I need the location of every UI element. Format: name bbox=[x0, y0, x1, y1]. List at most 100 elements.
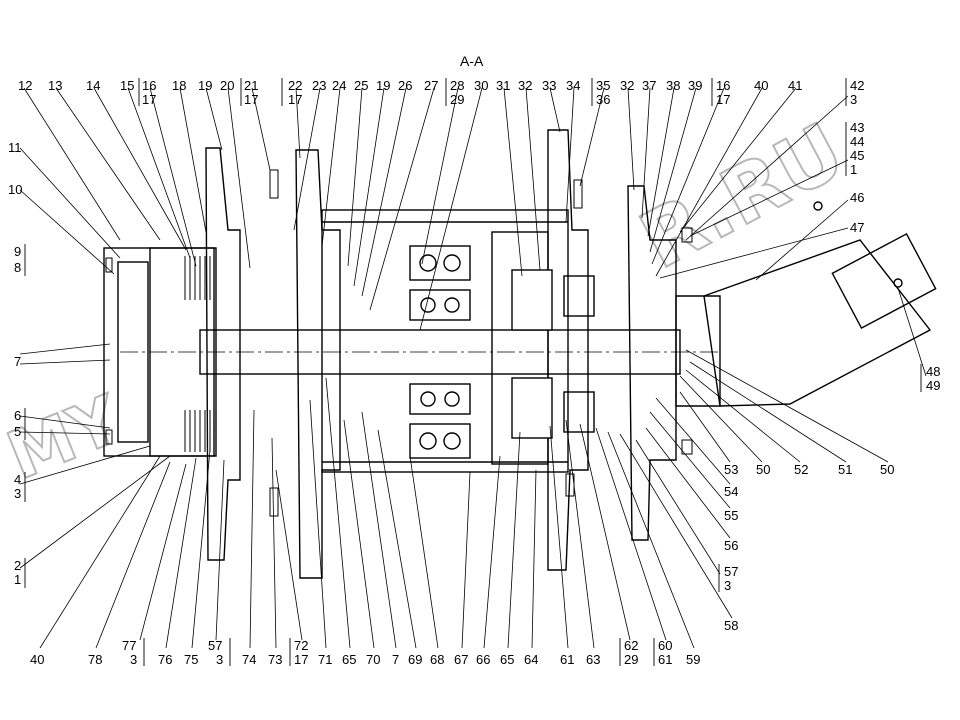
callout-65: 65 bbox=[342, 652, 356, 667]
callouts-left: 11 10 9 8 7 6 5 4 3 2 1 bbox=[8, 140, 22, 587]
callout-33: 33 bbox=[542, 78, 556, 93]
gear-drum bbox=[491, 231, 549, 465]
callout-63: 63 bbox=[586, 652, 600, 667]
callout-6: 6 bbox=[14, 408, 21, 423]
callout-23: 23 bbox=[312, 78, 326, 93]
callout-16: 16 bbox=[142, 78, 156, 93]
callout-72: 72 bbox=[294, 638, 308, 653]
callout-15: 15 bbox=[120, 78, 134, 93]
callout-56: 56 bbox=[724, 538, 738, 553]
callout-55: 55 bbox=[724, 508, 738, 523]
bracket-marks-top bbox=[138, 78, 847, 176]
callout-30: 30 bbox=[474, 78, 488, 93]
callout-32: 32 bbox=[518, 78, 532, 93]
bracket-marks-bottom bbox=[143, 638, 655, 666]
callout-53: 53 bbox=[724, 462, 738, 477]
callout-32b: 32 bbox=[620, 78, 634, 93]
callouts-top: 12 13 14 15 16 17 18 19 20 21 17 22 17 2… bbox=[18, 78, 864, 107]
callout-40-bottom: 40 bbox=[30, 652, 44, 667]
callout-37: 37 bbox=[642, 78, 656, 93]
callout-70: 70 bbox=[366, 652, 380, 667]
callout-61: 61 bbox=[560, 652, 574, 667]
callout-14: 14 bbox=[86, 78, 100, 93]
callout-17: 17 bbox=[142, 92, 156, 107]
callout-73: 73 bbox=[268, 652, 282, 667]
callout-54: 54 bbox=[724, 484, 738, 499]
callout-67: 67 bbox=[454, 652, 468, 667]
callout-27: 27 bbox=[424, 78, 438, 93]
callout-12: 12 bbox=[18, 78, 32, 93]
callout-59: 59 bbox=[686, 652, 700, 667]
motor-flange bbox=[675, 295, 721, 407]
callout-29-bottom: 29 bbox=[624, 652, 638, 667]
mechanical-assembly bbox=[103, 129, 937, 579]
callout-57: 57 bbox=[724, 564, 738, 579]
callout-29: 29 bbox=[450, 92, 464, 107]
right-flange bbox=[627, 185, 677, 541]
callout-17b: 17 bbox=[244, 92, 258, 107]
callout-10: 10 bbox=[8, 182, 22, 197]
callout-26: 26 bbox=[398, 78, 412, 93]
callout-49: 49 bbox=[926, 378, 940, 393]
callout-13: 13 bbox=[48, 78, 62, 93]
callout-17-bottom: 17 bbox=[294, 652, 308, 667]
callout-3-right: 3 bbox=[724, 578, 731, 593]
callout-58: 58 bbox=[724, 618, 738, 633]
callout-22: 22 bbox=[288, 78, 302, 93]
bracket-marks-right bbox=[718, 364, 922, 592]
callout-34: 34 bbox=[566, 78, 580, 93]
callout-57-bottom: 57 bbox=[208, 638, 222, 653]
callout-71: 71 bbox=[318, 652, 332, 667]
callout-19: 19 bbox=[198, 78, 212, 93]
callout-60: 60 bbox=[658, 638, 672, 653]
callout-65b: 65 bbox=[500, 652, 514, 667]
callout-62: 62 bbox=[624, 638, 638, 653]
callout-1: 1 bbox=[14, 572, 21, 587]
central-housing bbox=[321, 209, 569, 473]
callout-44: 44 bbox=[850, 134, 864, 149]
callout-1-right: 1 bbox=[850, 162, 857, 177]
callout-66: 66 bbox=[476, 652, 490, 667]
callout-3-b2: 3 bbox=[216, 652, 223, 667]
callout-19b: 19 bbox=[376, 78, 390, 93]
callout-52: 52 bbox=[794, 462, 808, 477]
callouts-right: 43 44 45 1 46 47 48 49 53 50 52 51 50 54… bbox=[724, 120, 940, 633]
callout-7: 7 bbox=[14, 354, 21, 369]
callout-41: 41 bbox=[788, 78, 802, 93]
callout-35: 35 bbox=[596, 78, 610, 93]
callout-50b: 50 bbox=[880, 462, 894, 477]
callout-24: 24 bbox=[332, 78, 346, 93]
callout-46: 46 bbox=[850, 190, 864, 205]
callout-16b: 16 bbox=[716, 78, 730, 93]
callout-36: 36 bbox=[596, 92, 610, 107]
callout-21: 21 bbox=[244, 78, 258, 93]
left-flange bbox=[205, 147, 241, 561]
callout-78: 78 bbox=[88, 652, 102, 667]
callout-25: 25 bbox=[354, 78, 368, 93]
clutch-disc-pack bbox=[184, 256, 211, 452]
callout-64: 64 bbox=[524, 652, 538, 667]
callout-5: 5 bbox=[14, 424, 21, 439]
callouts-bottom: 40 78 77 3 76 75 57 3 74 73 72 17 71 65 … bbox=[30, 638, 700, 667]
callout-75: 75 bbox=[184, 652, 198, 667]
callout-17d: 17 bbox=[716, 92, 730, 107]
callout-28: 28 bbox=[450, 78, 464, 93]
callout-48: 48 bbox=[926, 364, 940, 379]
callout-50: 50 bbox=[756, 462, 770, 477]
callout-47: 47 bbox=[850, 220, 864, 235]
callout-4: 4 bbox=[14, 472, 21, 487]
callout-68: 68 bbox=[430, 652, 444, 667]
callout-3-left: 3 bbox=[14, 486, 21, 501]
callout-3-b1: 3 bbox=[130, 652, 137, 667]
fitting bbox=[813, 201, 823, 211]
callout-77: 77 bbox=[122, 638, 136, 653]
callout-40: 40 bbox=[754, 78, 768, 93]
callout-61b: 61 bbox=[658, 652, 672, 667]
callout-7-bottom: 7 bbox=[392, 652, 399, 667]
callout-76: 76 bbox=[158, 652, 172, 667]
hydraulic-motor bbox=[703, 239, 932, 407]
callout-18: 18 bbox=[172, 78, 186, 93]
callout-9: 9 bbox=[14, 244, 21, 259]
callout-11: 11 bbox=[8, 140, 22, 155]
